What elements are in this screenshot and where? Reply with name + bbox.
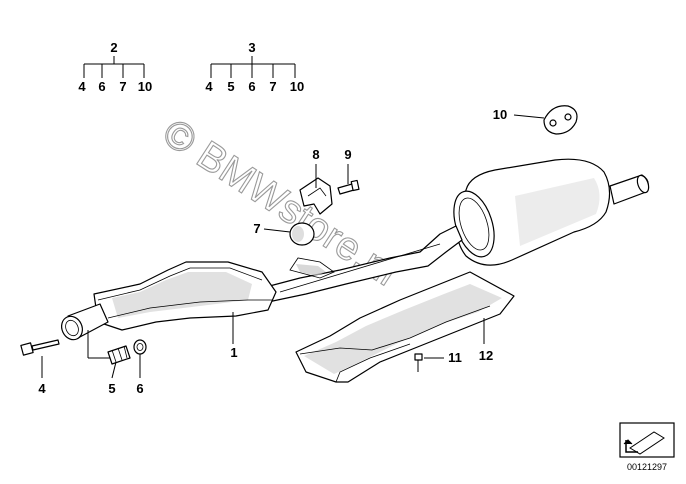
group-2-item: 4 [78,79,86,94]
catalog-icon [619,422,675,458]
rubber-ring [289,222,315,246]
screw [337,179,360,195]
gasket [543,105,578,135]
group-2-label: 2 [110,40,117,55]
group-3-item: 4 [205,79,213,94]
group-2-item: 10 [138,79,152,94]
group-2-item: 7 [119,79,126,94]
callout-1: 1 [230,345,237,360]
connecting-pipe [261,225,463,303]
small-screw [414,353,423,372]
rear-muffler [453,158,650,266]
group-3-item: 10 [290,79,304,94]
bolt [20,339,60,356]
leader-lines [41,114,545,379]
callout-10: 10 [493,107,507,122]
diagram-part-number: 00121297 [627,462,667,472]
callout-9: 9 [344,147,351,162]
nut [133,339,147,355]
group-3-item: 7 [269,79,276,94]
group-3-item: 5 [227,79,234,94]
callout-4: 4 [38,381,46,396]
group-3-item: 6 [248,79,255,94]
legend-group-3: 3 4 5 6 7 10 [205,40,304,94]
clamp [299,177,333,215]
callout-7: 7 [253,221,260,236]
group-3-label: 3 [248,40,255,55]
group-2-item: 6 [98,79,105,94]
callout-11: 11 [448,350,462,365]
heat-shield [295,271,515,383]
callout-8: 8 [312,147,319,162]
callout-5: 5 [108,381,115,396]
legend-group-2: 2 4 6 7 10 [78,40,152,94]
spring [107,345,131,365]
callout-6: 6 [136,381,143,396]
front-muffler [61,261,277,341]
callout-12: 12 [479,348,493,363]
